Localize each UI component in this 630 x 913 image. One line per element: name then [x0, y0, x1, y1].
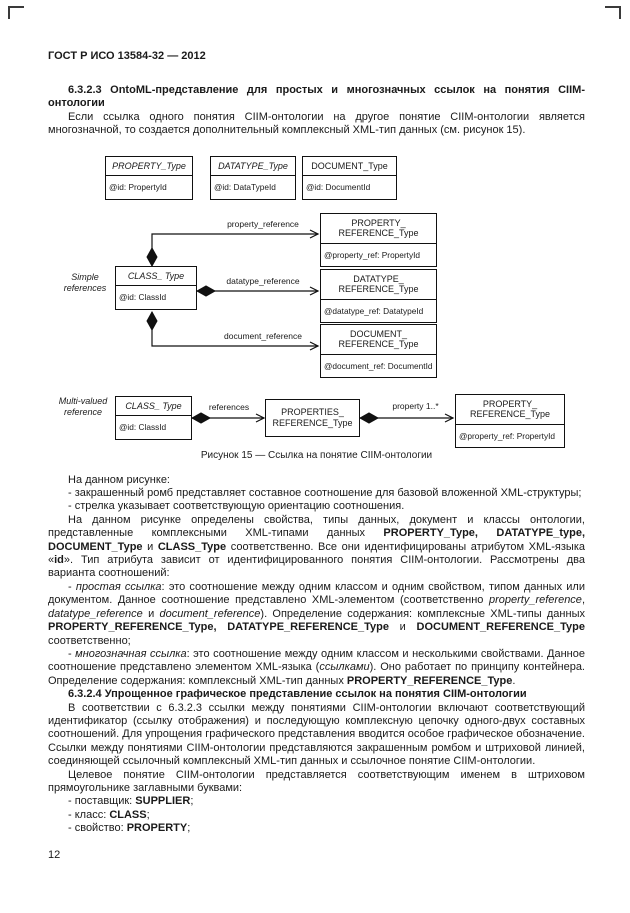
uml-box-attr: @id: DocumentId	[306, 182, 371, 193]
scan-corner-mark-left	[8, 6, 24, 19]
uml-box-title: PROPERTY_ REFERENCE_Type	[456, 395, 564, 425]
list-item-class: - класс: CLASS;	[68, 808, 150, 821]
label-multi-valued-reference: Multi-valued reference	[58, 395, 108, 417]
uml-box-property-reference-type-multi: PROPERTY_ REFERENCE_Type @property_ref: …	[455, 393, 565, 449]
list-item-diamond: - закрашенный ромб представляет составно…	[68, 487, 582, 500]
composition-diamond	[146, 246, 158, 267]
uml-box-title: DOCUMENT_Type	[303, 157, 396, 177]
paragraph-target-concept: Целевое понятие CIIM-онтологии представл…	[48, 768, 585, 794]
edge-label-datatype-reference: datatype_reference	[226, 275, 300, 286]
uml-box-title: PROPERTY_Type	[106, 157, 192, 177]
figure-connectors	[146, 229, 455, 424]
uml-box-document-reference-type: DOCUMENT_ REFERENCE_Type @document_ref: …	[320, 323, 437, 379]
uml-box-title: DOCUMENT_ REFERENCE_Type	[321, 325, 436, 355]
uml-box-title: CLASS_ Type	[116, 267, 196, 287]
uml-box-properties-reference-type: PROPERTIES_ REFERENCE_Type	[265, 398, 360, 437]
composition-diamond	[146, 310, 158, 331]
uml-box-title: PROPERTIES_ REFERENCE_Type	[272, 407, 353, 428]
scan-corner-mark-right	[605, 6, 621, 19]
composition-diamond	[195, 285, 217, 297]
edge-label-references: references	[208, 401, 250, 412]
uml-box-attr: @property_ref: PropertyId	[324, 249, 421, 260]
uml-box-attr: @datatype_ref: DatatypeId	[324, 305, 424, 316]
uml-box-attr: @id: DataTypeId	[214, 182, 276, 193]
uml-box-class-simple: CLASS_ Type @id: ClassId	[115, 265, 197, 310]
uml-box-title: CLASS_ Type	[116, 397, 191, 417]
composition-diamond	[190, 412, 212, 424]
paragraph-types: На данном рисунке определены свойства, т…	[48, 513, 585, 580]
uml-box-datatype-type: DATATYPE_Type @id: DataTypeId	[210, 155, 296, 200]
uml-box-attr: @id: ClassId	[119, 292, 167, 303]
uml-box-datatype-reference-type: DATATYPE_ REFERENCE_Type @datatype_ref: …	[320, 268, 437, 324]
paragraph-intro: Если ссылка одного понятия CIIM-онтологи…	[48, 110, 585, 137]
list-item-simple-reference: - простая ссылка: это соотношение между …	[48, 580, 585, 647]
list-item-multivalued-reference: - многозначная ссылка: это соотношение м…	[48, 647, 585, 687]
figure-caption: Рисунок 15 — Ссылка на понятие CIIM-онто…	[200, 449, 433, 461]
composition-diamond	[358, 412, 380, 424]
list-item-arrow: - стрелка указывает соответствующую орие…	[68, 500, 405, 513]
uml-box-document-type: DOCUMENT_Type @id: DocumentId	[302, 155, 397, 200]
uml-box-attr: @document_ref: DocumentId	[324, 360, 433, 371]
paragraph-on-figure: На данном рисунке:	[68, 473, 170, 486]
list-item-property: - свойство: PROPERTY;	[68, 822, 191, 835]
uml-box-attr: @id: PropertyId	[109, 182, 167, 193]
uml-box-property-type: PROPERTY_Type @id: PropertyId	[105, 155, 193, 200]
uml-box-property-reference-type: PROPERTY_ REFERENCE_Type @property_ref: …	[320, 212, 437, 268]
edge-label-document-reference: document_reference	[224, 330, 302, 341]
list-item-supplier: - поставщик: SUPPLIER;	[68, 795, 194, 808]
figure-15: PROPERTY_Type @id: PropertyId DATATYPE_T…	[48, 146, 585, 468]
document-header: ГОСТ Р ИСО 13584-32 — 2012	[48, 50, 206, 62]
uml-box-title: DATATYPE_Type	[211, 157, 295, 177]
edge-label-property-multiplicity: property 1..*	[392, 400, 439, 411]
uml-box-title: DATATYPE_ REFERENCE_Type	[321, 270, 436, 300]
page-number: 12	[48, 849, 61, 861]
paragraph-according: В соответствии с 6.3.2.3 ссылки между по…	[48, 701, 585, 768]
document-body: 6.3.2.3 OntoML-представление для простых…	[48, 84, 585, 836]
uml-box-title: PROPERTY_ REFERENCE_Type	[321, 214, 436, 244]
uml-box-attr: @property_ref: PropertyId	[459, 430, 556, 441]
section-heading-6-3-2-3: 6.3.2.3 OntoML-представление для простых…	[48, 84, 585, 110]
uml-box-class-multi: CLASS_ Type @id: ClassId	[115, 395, 192, 440]
uml-box-attr: @id: ClassId	[119, 422, 167, 433]
edge-label-property-reference: property_reference	[227, 218, 299, 229]
section-heading-6-3-2-4: 6.3.2.4 Упрощенное графическое представл…	[68, 688, 527, 701]
label-simple-references: Simple references	[63, 271, 107, 293]
